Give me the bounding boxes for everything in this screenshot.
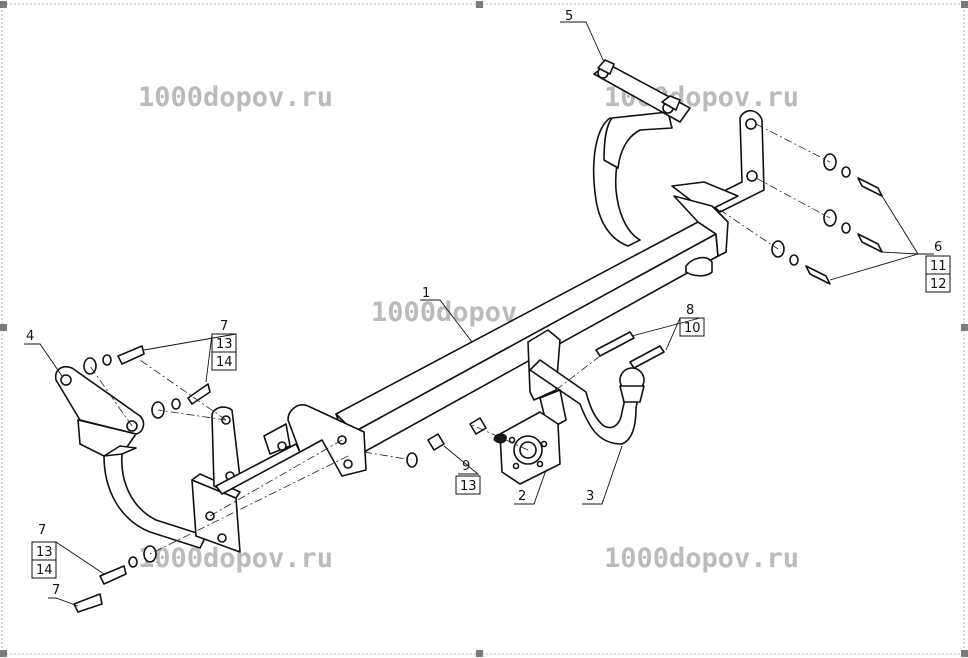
callout-13-bottom: 13	[36, 545, 53, 560]
callout-13-top: 13	[216, 337, 233, 352]
callout-11: 11	[930, 259, 947, 274]
corner-marker	[0, 324, 7, 331]
corner-marker	[0, 650, 7, 657]
callout-labels: 1 2 3 4 5 6 11 12 7 13 14 7 13 14 7 8 10…	[26, 9, 951, 598]
corner-marker	[0, 1, 7, 8]
watermark-layer: 1000dopov.ru 1000dopov.ru 1000dopov.ru 1…	[138, 82, 799, 574]
callout-14-top: 14	[216, 355, 233, 370]
callout-7-lowest: 7	[52, 583, 60, 598]
callout-1: 1	[422, 286, 430, 301]
callout-12: 12	[930, 277, 947, 292]
corner-marker	[476, 650, 483, 657]
watermark-text: 1000dopov.ru	[604, 543, 799, 574]
callout-7-bottom: 7	[38, 523, 46, 538]
corner-marker	[476, 1, 483, 8]
callout-9: 9	[462, 459, 470, 474]
callout-2: 2	[518, 489, 526, 504]
callout-3: 3	[586, 489, 594, 504]
callout-5: 5	[565, 9, 573, 24]
callout-14-bottom: 14	[36, 563, 53, 578]
part-2-socket-plate	[499, 411, 561, 485]
callout-8-box	[679, 317, 705, 337]
part-4-left-bracket	[54, 365, 241, 553]
callout-13-center: 13	[460, 479, 477, 494]
watermark-text: 1000dopov.ru	[138, 82, 333, 113]
corner-marker	[961, 650, 968, 657]
corner-marker	[961, 324, 968, 331]
callout-4: 4	[26, 329, 34, 344]
callout-6: 6	[934, 240, 942, 255]
callout-9-box	[455, 475, 481, 495]
callout-7-top: 7	[220, 319, 228, 334]
fasteners	[73, 153, 883, 613]
assembly-axes	[89, 123, 831, 555]
callout-8: 8	[686, 303, 694, 318]
part-5-right-bracket	[592, 59, 765, 247]
callout-10: 10	[684, 321, 701, 336]
beam-left-end-plates	[211, 404, 367, 495]
corner-marker	[961, 1, 968, 8]
